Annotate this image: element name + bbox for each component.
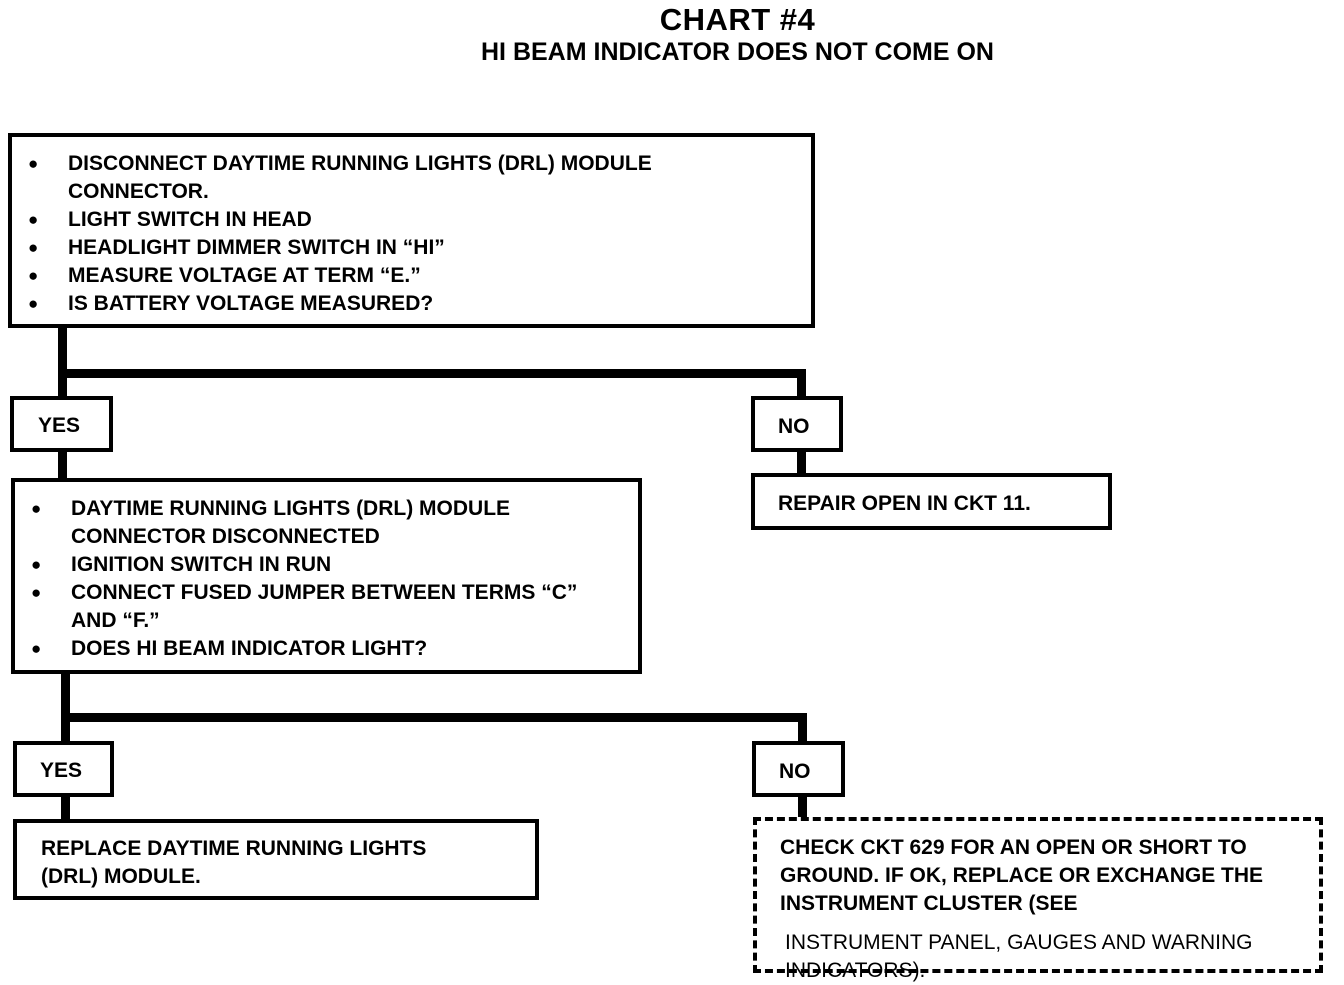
no-action-text-continued: INSTRUMENT PANEL, GAUGES AND WARNING IND… bbox=[785, 931, 1253, 982]
step1-item: LIGHT SWITCH IN HEAD bbox=[16, 206, 776, 234]
no-action-box-1: REPAIR OPEN IN CKT 11. bbox=[751, 473, 1112, 530]
step1-item: IS BATTERY VOLTAGE MEASURED? bbox=[16, 290, 776, 318]
step2-list: DAYTIME RUNNING LIGHTS (DRL) MODULE CONN… bbox=[19, 495, 594, 663]
step2-item: DOES HI BEAM INDICATOR LIGHT? bbox=[19, 635, 594, 663]
step1-item: HEADLIGHT DIMMER SWITCH IN “HI” bbox=[16, 234, 776, 262]
step2-item: CONNECT FUSED JUMPER BETWEEN TERMS “C” A… bbox=[19, 579, 594, 635]
yes-action-box-2: REPLACE DAYTIME RUNNING LIGHTS (DRL) MOD… bbox=[13, 819, 539, 900]
no-label-box-2: NO bbox=[752, 741, 845, 797]
chart-subtitle: HI BEAM INDICATOR DOES NOT COME ON bbox=[481, 38, 994, 66]
yes-label: YES bbox=[38, 414, 81, 437]
step1-item: MEASURE VOLTAGE AT TERM “E.” bbox=[16, 262, 776, 290]
connector-branch1-no-down bbox=[797, 369, 806, 399]
connector-step1-down bbox=[58, 326, 67, 398]
step1-item: DISCONNECT DAYTIME RUNNING LIGHTS (DRL) … bbox=[16, 150, 776, 206]
connector-branch1-horizontal bbox=[58, 369, 806, 378]
no-action-text: REPAIR OPEN IN CKT 11. bbox=[778, 492, 1031, 515]
yes-label-box-1: YES bbox=[10, 396, 113, 452]
connector-yes1-down bbox=[58, 450, 67, 481]
step2-box: DAYTIME RUNNING LIGHTS (DRL) MODULE CONN… bbox=[11, 478, 642, 674]
step2-item: IGNITION SWITCH IN RUN bbox=[19, 551, 594, 579]
no-action-text: CHECK CKT 629 FOR AN OPEN OR SHORT TO GR… bbox=[780, 836, 1264, 915]
connector-branch2-horizontal bbox=[61, 713, 807, 722]
step1-box: DISCONNECT DAYTIME RUNNING LIGHTS (DRL) … bbox=[8, 133, 815, 328]
no-action-box-2: CHECK CKT 629 FOR AN OPEN OR SHORT TO GR… bbox=[753, 817, 1323, 982]
step2-item: DAYTIME RUNNING LIGHTS (DRL) MODULE CONN… bbox=[19, 495, 594, 551]
chart-title: CHART #4 bbox=[659, 2, 816, 37]
yes-action-text: REPLACE DAYTIME RUNNING LIGHTS (DRL) MOD… bbox=[41, 837, 427, 888]
connector-no1-down bbox=[797, 450, 806, 477]
yes-label: YES bbox=[40, 759, 83, 782]
yes-label-box-2: YES bbox=[13, 741, 114, 797]
no-label: NO bbox=[778, 415, 810, 438]
no-label: NO bbox=[779, 760, 811, 783]
connector-branch2-no-down bbox=[798, 713, 807, 744]
connector-no2-down bbox=[798, 795, 807, 822]
connector-yes2-down bbox=[61, 795, 70, 822]
step1-list: DISCONNECT DAYTIME RUNNING LIGHTS (DRL) … bbox=[16, 150, 776, 318]
no-label-box-1: NO bbox=[751, 396, 843, 452]
connector-step2-down bbox=[61, 672, 70, 744]
